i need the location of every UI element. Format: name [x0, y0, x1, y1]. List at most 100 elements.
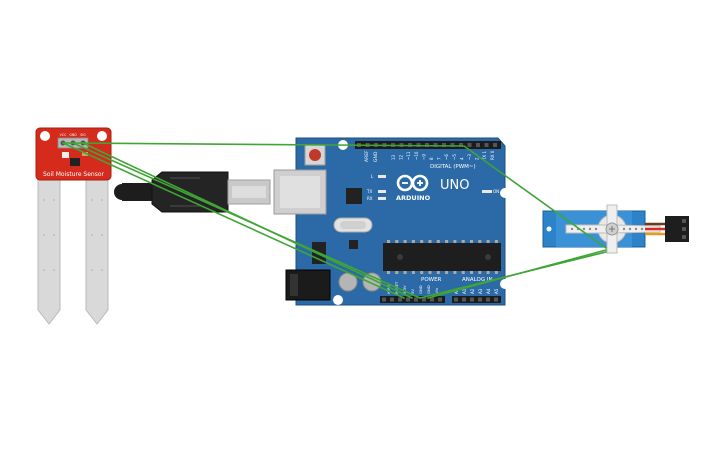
led-on-label: ON: [493, 189, 499, 194]
sensor-led: [62, 152, 69, 158]
header-pin-hole[interactable]: [382, 297, 386, 302]
wire-5v-to-servo[interactable]: [419, 251, 607, 299]
digital-pin-label: ~11: [406, 151, 411, 160]
usb-plug-metal-shine: [232, 186, 266, 198]
horn-hole: [570, 227, 574, 231]
power-pin-label: Vin: [434, 287, 439, 294]
header-pin-hole[interactable]: [459, 143, 463, 147]
sensor-pin-label: VCC: [60, 133, 67, 137]
header-pin-hole[interactable]: [486, 297, 490, 302]
small-chip: [349, 240, 358, 249]
horn-hole: [622, 227, 626, 231]
horn-hole: [582, 227, 586, 231]
reset-button-cap[interactable]: [309, 149, 321, 161]
chip-leg: [461, 240, 465, 243]
chip-leg: [470, 240, 473, 243]
soil-moisture-sensor[interactable]: VCC GND SIG Soil Moisture Sensor: [35, 127, 112, 325]
header-pin-hole[interactable]: [484, 143, 489, 147]
wire-sensor-to-power[interactable]: [62, 142, 405, 299]
sensor-mount-hole: [97, 131, 107, 141]
header-pin-hole[interactable]: [454, 297, 458, 302]
chip-leg: [486, 240, 490, 243]
header-pin-hole[interactable]: [406, 297, 410, 302]
sensor-transistor: [70, 158, 80, 166]
header-pin-hole[interactable]: [494, 297, 498, 302]
crystal-oscillator-shine: [340, 221, 366, 229]
analog-pin-label: A1: [462, 288, 467, 294]
led-tx-label: TX: [366, 189, 372, 194]
header-pin-hole[interactable]: [462, 297, 466, 302]
board-mount-hole: [333, 295, 343, 305]
sensor-resistor: [82, 152, 88, 156]
digital-pin-label: 8: [429, 157, 434, 160]
usb-b-port-inner: [280, 176, 320, 208]
analog-pin-label: A3: [478, 288, 483, 294]
power-jack-detail: [290, 274, 298, 296]
header-pin-hole[interactable]: [438, 297, 442, 302]
sensor-mount-hole: [40, 131, 50, 141]
header-pin-hole[interactable]: [470, 297, 474, 302]
usb-cable[interactable]: [114, 171, 271, 213]
aref-label: AREF: [364, 150, 370, 162]
chip-leg: [403, 240, 407, 243]
led-rx: [378, 197, 386, 200]
header-pin-hole[interactable]: [422, 297, 426, 302]
usb-chip: [346, 188, 362, 204]
digital-pin-label: 13: [391, 154, 396, 160]
board-model: UNO: [440, 178, 469, 193]
servo-connector-pin: [682, 219, 686, 223]
header-pin-hole[interactable]: [398, 297, 402, 302]
header-pin-hole[interactable]: [430, 297, 434, 302]
header-pin-hole[interactable]: [478, 297, 482, 302]
chip-leg: [461, 271, 465, 274]
wire-sensor-sig-to-5v[interactable]: [82, 142, 413, 299]
digital-pin-label: ~10: [414, 151, 419, 160]
atmega-pins: [387, 240, 498, 274]
chip-leg: [478, 240, 482, 243]
digital-pin-label: 2: [475, 157, 480, 160]
power-pin-label: GND: [418, 285, 423, 294]
board-brand: ARDUINO: [396, 194, 431, 202]
chip-leg: [453, 240, 457, 243]
analog-header[interactable]: [452, 296, 501, 303]
servo-motor[interactable]: [542, 204, 689, 254]
sensor-pin-label: GND: [69, 133, 77, 137]
chip-leg: [445, 240, 449, 243]
board-mount-hole: [500, 279, 510, 289]
sensor-title: Soil Moisture Sensor: [43, 171, 105, 178]
digital-label: DIGITAL (PWM~): [430, 164, 476, 170]
chip-leg: [428, 271, 432, 274]
header-pin-hole[interactable]: [442, 143, 446, 147]
servo-connector-pin: [682, 235, 686, 239]
chip-leg: [395, 271, 399, 274]
sensor-pcb: [35, 127, 112, 181]
gnd-label: GND: [373, 151, 379, 162]
header-pin-hole[interactable]: [493, 143, 497, 147]
header-pin-hole[interactable]: [450, 143, 455, 147]
power-pin-label: IOREF: [386, 283, 391, 294]
wire-sensor-vcc-to-servo[interactable]: [62, 142, 607, 249]
power-header[interactable]: [380, 296, 445, 303]
sensor-pin-label: SIG: [80, 133, 86, 137]
atmega-dot: [485, 254, 491, 260]
usb-cable-strain: [122, 183, 152, 201]
chip-leg: [436, 240, 440, 243]
header-pin-hole[interactable]: [390, 297, 394, 302]
chip-leg: [436, 271, 440, 274]
chip-leg: [420, 240, 424, 243]
usb-plug-grip: [170, 177, 200, 207]
horn-hole: [628, 227, 632, 231]
chip-leg: [445, 271, 449, 274]
led-rx-label: RX: [367, 196, 373, 201]
power-pin-label: 3.3V: [402, 285, 407, 294]
atmega-notch: [397, 254, 403, 260]
header-pin-hole[interactable]: [476, 143, 480, 147]
header-pin-hole[interactable]: [414, 297, 418, 302]
header-pin-hole[interactable]: [467, 143, 472, 147]
chip-leg: [411, 271, 415, 274]
chip-leg: [478, 271, 482, 274]
sensor-prong-pattern: [43, 199, 103, 271]
power-label: POWER: [421, 277, 442, 283]
